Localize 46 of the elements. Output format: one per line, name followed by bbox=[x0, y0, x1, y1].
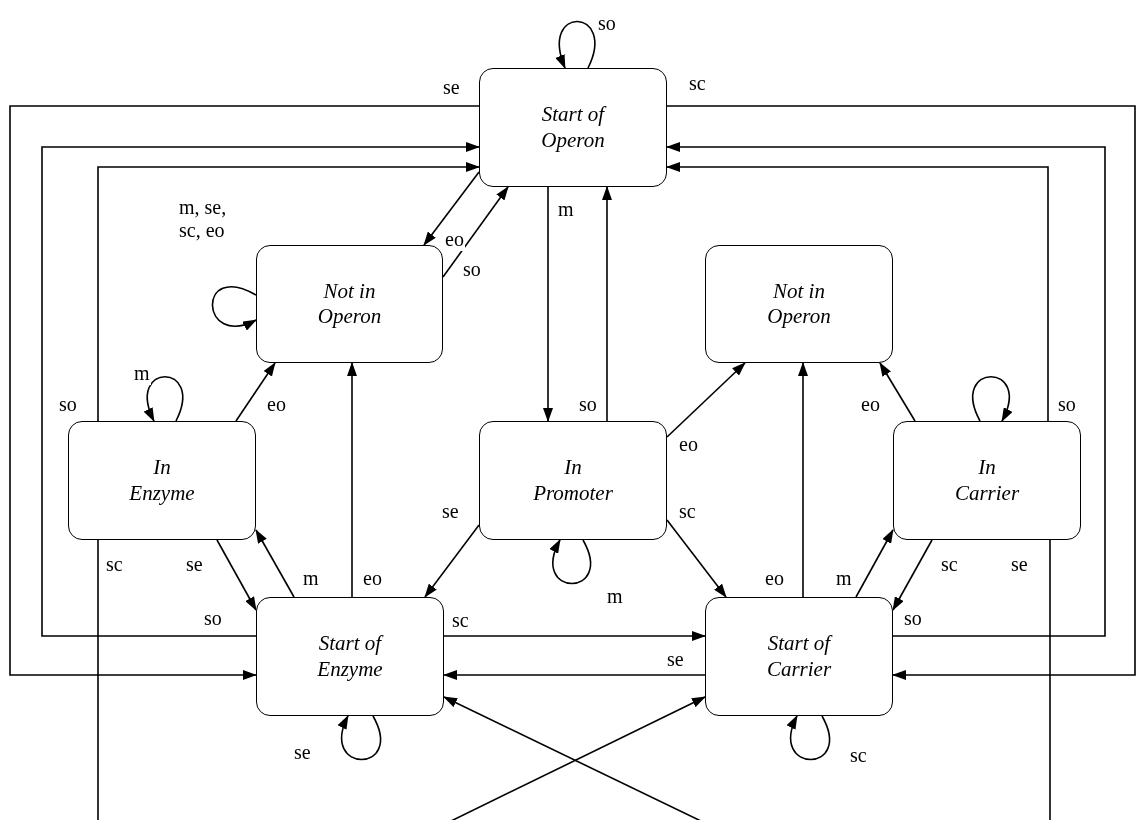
state-name: In Enzyme bbox=[128, 455, 196, 506]
transition-arrow bbox=[216, 539, 257, 611]
transition-arrow bbox=[443, 631, 706, 641]
transition-arrow bbox=[666, 162, 1049, 422]
transition-arrow bbox=[97, 162, 480, 422]
state-name: Start of Enzyme bbox=[316, 631, 385, 682]
transition-arrow bbox=[235, 362, 276, 422]
transition-arrow bbox=[423, 171, 480, 246]
transition-arrow bbox=[347, 362, 357, 598]
state-name: Not in Operon bbox=[316, 278, 383, 330]
state-box bbox=[68, 421, 256, 540]
state-box bbox=[256, 245, 443, 363]
transition-arrow bbox=[666, 519, 727, 598]
self-loop-arrow bbox=[338, 715, 382, 761]
transition-arrow bbox=[9, 105, 480, 680]
self-loop-arrow bbox=[556, 20, 596, 69]
transition-arrow bbox=[424, 524, 480, 598]
transition-arrow bbox=[855, 529, 894, 598]
transition-arrow bbox=[666, 105, 1136, 680]
state-box bbox=[256, 597, 444, 716]
self-loop-arrow bbox=[787, 715, 831, 761]
state-name: In Carrier bbox=[953, 455, 1021, 506]
transition-arrow bbox=[602, 186, 612, 422]
transition-arrow bbox=[879, 362, 916, 422]
state-name: In Promoter bbox=[532, 455, 614, 506]
self-loop-arrow bbox=[144, 375, 184, 422]
self-loop-arrow bbox=[550, 539, 592, 585]
transition-arrow bbox=[666, 362, 746, 438]
transition-arrow bbox=[41, 142, 480, 637]
transition-arrow bbox=[255, 529, 295, 598]
state-box bbox=[479, 421, 667, 540]
state-box bbox=[893, 421, 1081, 540]
transition-arrow bbox=[443, 670, 706, 680]
self-loop-arrow bbox=[211, 285, 257, 330]
state-box bbox=[705, 597, 893, 716]
state-box bbox=[705, 245, 893, 363]
state-name: Start of Operon bbox=[540, 102, 608, 153]
state-name: Start of Carrier bbox=[765, 631, 834, 682]
state-box bbox=[479, 68, 667, 187]
transition-arrow bbox=[543, 186, 553, 422]
transition-arrow bbox=[666, 142, 1106, 637]
transition-arrow bbox=[798, 362, 808, 598]
self-loop-arrow bbox=[971, 375, 1012, 422]
state-name: Not in Operon bbox=[766, 278, 832, 330]
transition-arrow bbox=[442, 186, 509, 278]
transition-arrow bbox=[892, 539, 933, 611]
